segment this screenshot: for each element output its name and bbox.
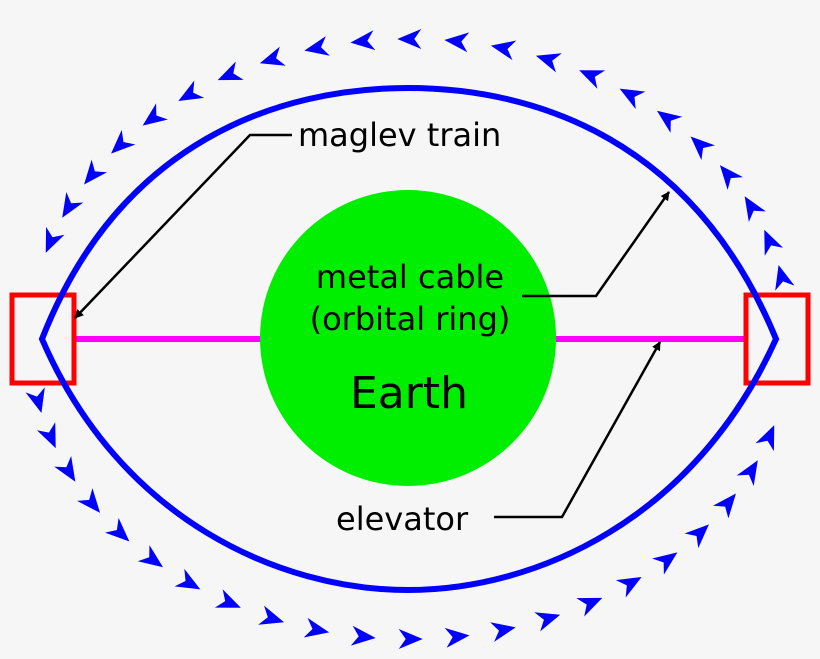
flow-arrow-icon [258, 605, 285, 625]
flow-arrow-icon [444, 627, 470, 648]
flow-arrow-icon [719, 165, 743, 190]
orbital-ring-label: (orbital ring) [310, 300, 511, 338]
flow-arrow-icon [775, 265, 795, 291]
flow-arrow-icon [690, 136, 715, 161]
flow-arrow-icon [142, 103, 168, 126]
flow-arrow-icon [45, 226, 65, 253]
maglev-train-label: maglev train [298, 116, 501, 154]
flow-arrow-icon [534, 612, 561, 632]
flow-arrow-icon [656, 110, 683, 133]
flow-arrow-icon [615, 576, 642, 598]
flow-arrow-icon [36, 422, 56, 449]
flow-arrow-icon [304, 36, 330, 56]
flow-arrow-icon [259, 46, 286, 66]
flow-arrow-icon [398, 629, 423, 650]
flow-arrow-icon [490, 622, 516, 642]
earth-circle [260, 190, 556, 486]
flow-arrow-icon [576, 597, 603, 617]
flow-arrow-icon [137, 545, 164, 568]
flow-arrow-icon [744, 196, 766, 222]
flow-arrow-icon [105, 517, 130, 542]
elevator-pointer [494, 341, 662, 519]
earth-label: Earth [350, 368, 468, 419]
station-box-left [9, 292, 77, 386]
metal-cable-label: metal cable [316, 258, 504, 296]
flow-arrow-icon [684, 524, 709, 549]
flow-arrow-icon [111, 129, 136, 154]
flow-arrow-icon [755, 425, 775, 452]
flow-arrow-icon [77, 488, 101, 513]
flow-arrow-icon [579, 70, 606, 89]
orbital-ring [38, 84, 780, 594]
flow-arrow-icon [712, 493, 736, 519]
flow-arrow-icon [444, 32, 470, 53]
flow-arrow-icon [174, 568, 201, 590]
flow-arrows [25, 28, 795, 650]
flow-arrow-icon [214, 589, 241, 608]
flow-arrow-icon [54, 456, 76, 482]
flow-arrow-icon [350, 625, 376, 646]
flow-arrow-icon [764, 229, 784, 256]
station-box-right [743, 292, 811, 386]
maglev-train-pointer [74, 133, 292, 319]
flow-arrow-icon [84, 159, 108, 185]
flow-arrow-icon [217, 61, 244, 81]
elevator-label: elevator [336, 500, 469, 538]
flow-arrow-icon [490, 40, 517, 61]
metal-cable-pointer [522, 191, 671, 298]
flow-arrow-icon [303, 617, 330, 638]
flow-arrow-icon [350, 30, 376, 51]
flow-arrow-icon [535, 53, 562, 73]
flow-arrow-icon [736, 460, 758, 486]
flow-arrow-icon [619, 88, 646, 110]
flow-arrow-icon [62, 192, 84, 218]
flow-arrow-icon [652, 552, 678, 575]
flow-arrow-icon [397, 28, 422, 49]
flow-arrow-icon [25, 387, 45, 413]
flow-arrow-icon [178, 80, 205, 102]
